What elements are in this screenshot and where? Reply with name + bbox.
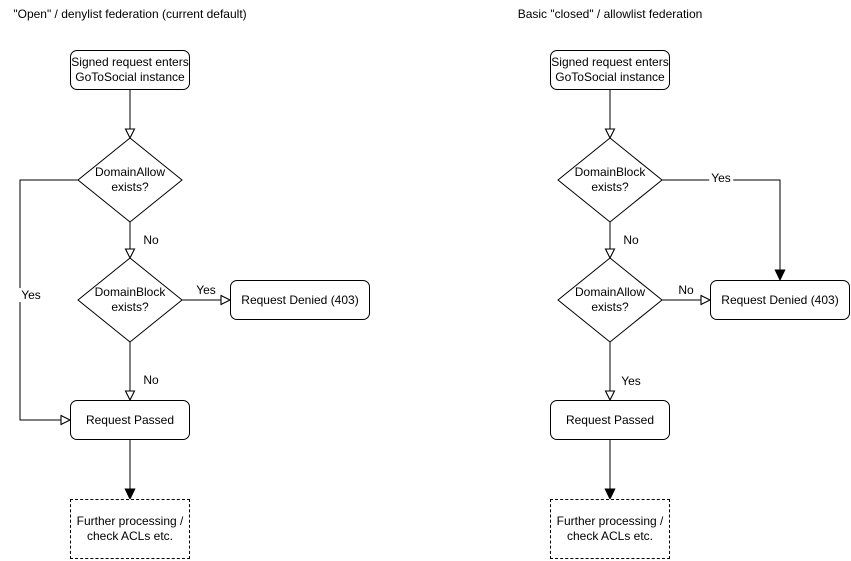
left-decision2-no-label: No [141,373,161,387]
right-passed-node: Request Passed [550,400,670,440]
right-start-node: Signed request enters GoToSocial instanc… [550,50,670,90]
right-further-processing-node: Further processing / check ACLs etc. [550,499,670,559]
right-decision2-no-label: No [676,283,696,297]
left-decision2-diamond [77,257,183,343]
right-chart-title: Basic "closed" / allowlist federation [517,7,703,21]
left-decision2-yes-label: Yes [194,283,218,297]
right-decision2-diamond [557,257,663,343]
left-denied-node: Request Denied (403) [230,280,370,320]
left-start-node: Signed request enters GoToSocial instanc… [70,50,190,90]
left-decision1-yes-label: Yes [19,288,43,302]
left-decision1-diamond [77,137,183,223]
right-decision1-diamond [557,137,663,223]
left-decision1-no-label: No [141,233,161,247]
right-decision2-yes-label: Yes [619,374,643,388]
right-decision1-label: DomainBlock exists? [574,165,646,194]
right-decision2-label: DomainAllow exists? [574,285,646,314]
left-passed-node: Request Passed [70,400,190,440]
right-decision1-no-label: No [621,233,641,247]
left-further-processing-node: Further processing / check ACLs etc. [70,499,190,559]
right-decision1-yes-label: Yes [709,171,733,185]
left-decision1-label: DomainAllow exists? [94,165,166,194]
right-denied-node: Request Denied (403) [710,280,850,320]
left-chart-title: "Open" / denylist federation (current de… [13,7,247,21]
right-edge-decision1-yes-to-denied [662,179,780,280]
left-decision2-label: DomainBlock exists? [94,285,166,314]
